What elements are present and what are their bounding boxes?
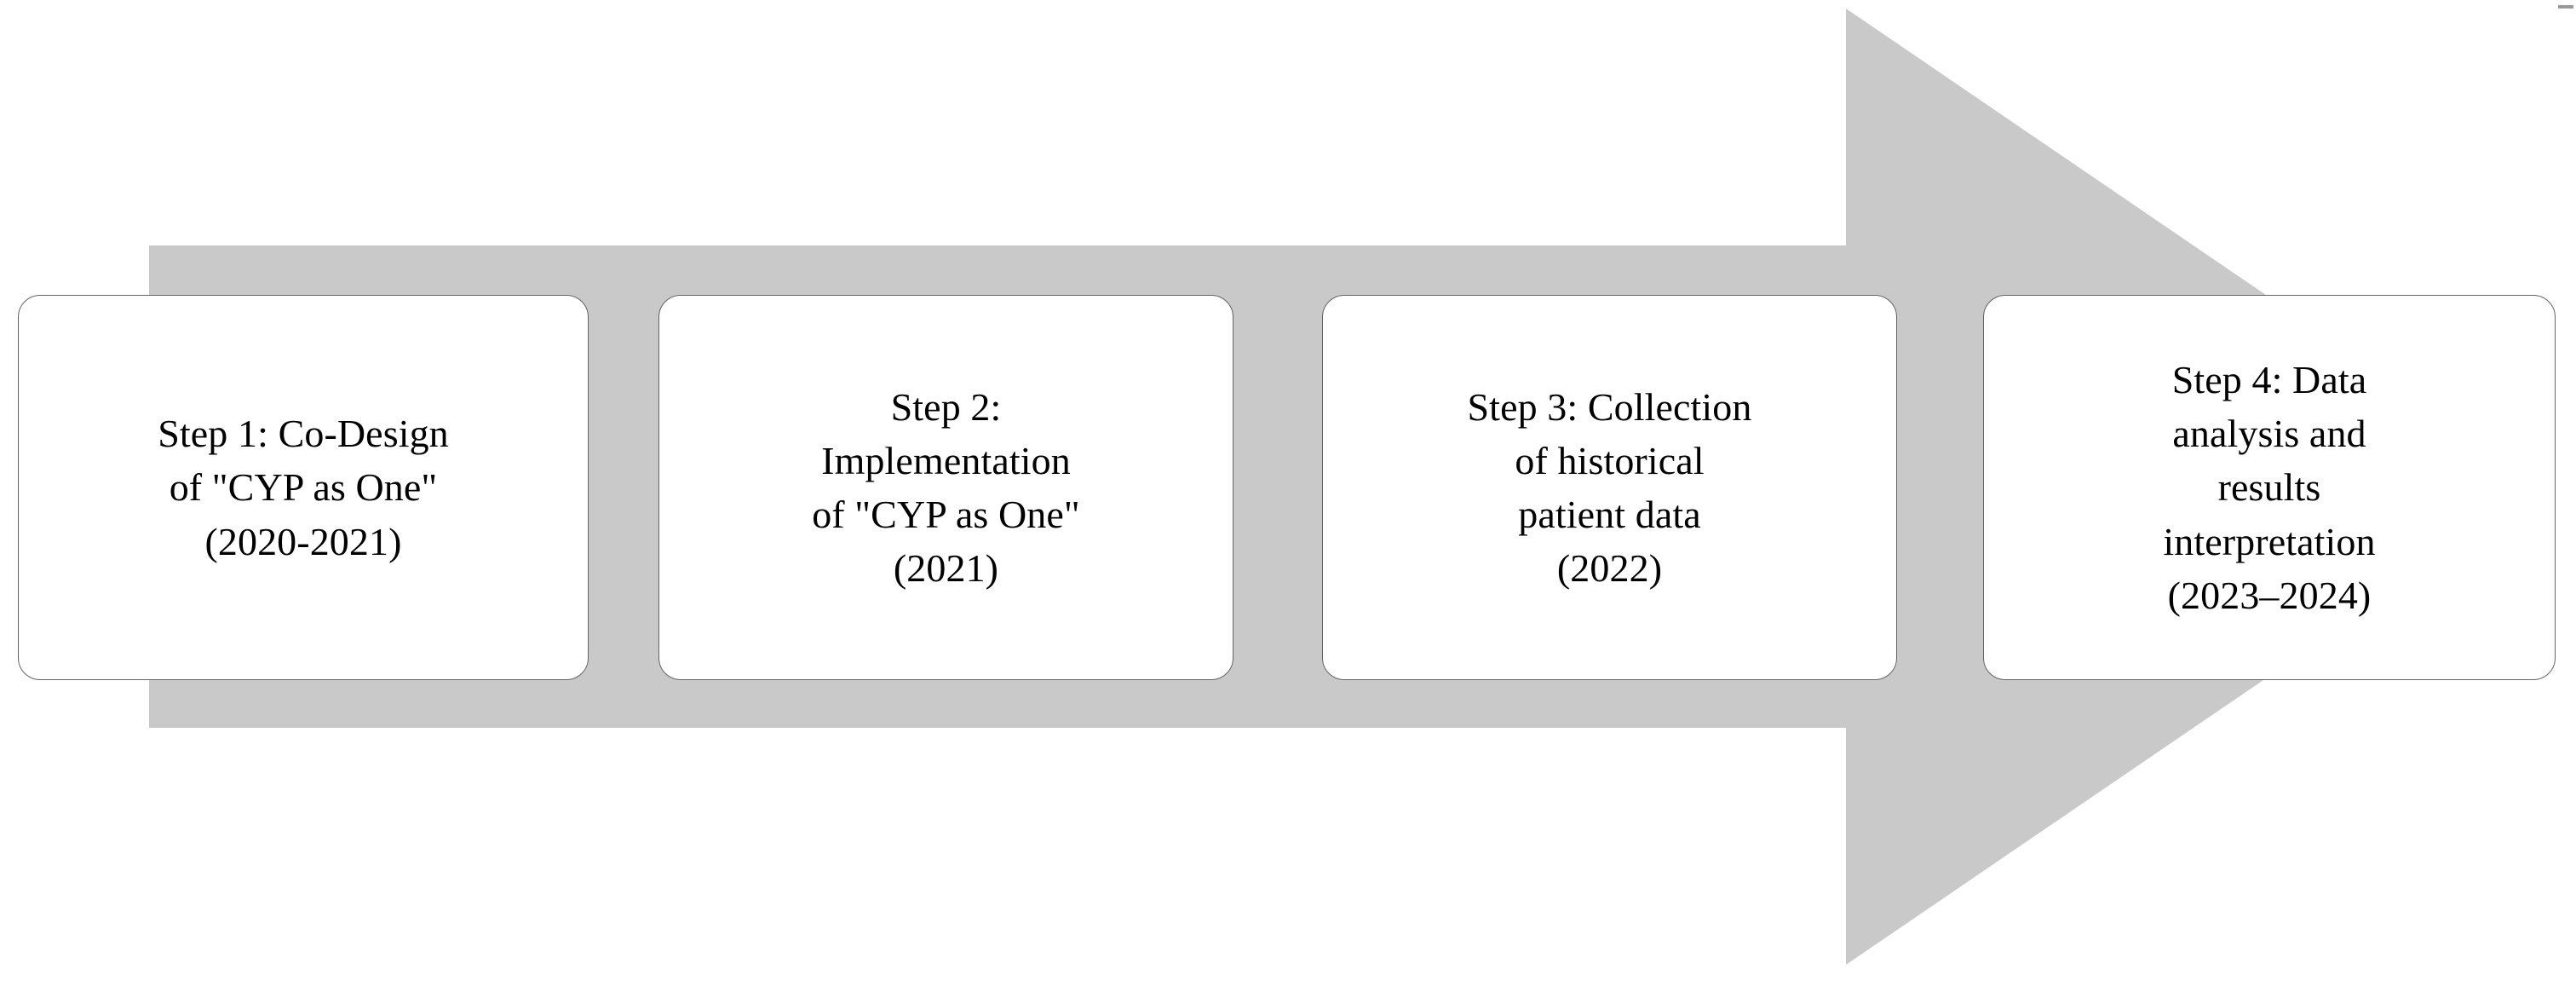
step-box-3[interactable]: Step 3: Collection of historical patient…	[1322, 295, 1897, 680]
step-1-label: Step 1: Co-Design of "CYP as One" (2020-…	[158, 412, 449, 563]
step-box-2[interactable]: Step 2: Implementation of "CYP as One" (…	[658, 295, 1233, 680]
step-box-1[interactable]: Step 1: Co-Design of "CYP as One" (2020-…	[18, 295, 589, 680]
step-box-4[interactable]: Step 4: Data analysis and results interp…	[1983, 295, 2556, 680]
step-2-label: Step 2: Implementation of "CYP as One" (…	[812, 384, 1080, 591]
step-3-label: Step 3: Collection of historical patient…	[1467, 384, 1752, 591]
crop-mark	[2558, 5, 2573, 9]
step-4-label: Step 4: Data analysis and results interp…	[2163, 358, 2376, 617]
